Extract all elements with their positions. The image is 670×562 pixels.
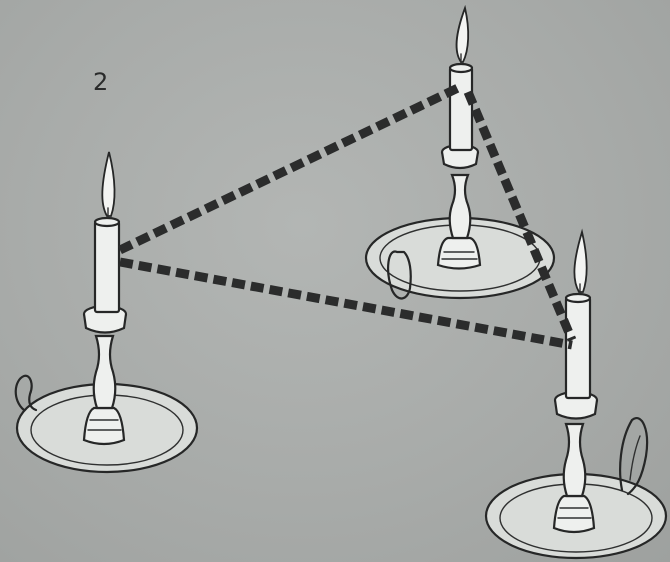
back-candlestick [366, 8, 554, 298]
back-stem [450, 175, 471, 238]
front-flame [574, 232, 586, 292]
front-candle-top [566, 294, 590, 302]
left-base [84, 408, 124, 444]
back-candle-top [450, 64, 472, 72]
back-cup [442, 152, 478, 168]
back-flame [456, 8, 468, 62]
back-candle [450, 68, 472, 150]
left-flame [102, 152, 114, 216]
front-base [554, 496, 594, 532]
left-candlestick [16, 152, 197, 472]
left-candle [95, 222, 119, 312]
front-cup [555, 400, 597, 419]
dashed-triangle [120, 88, 572, 345]
front-stem [564, 424, 586, 496]
left-stem [94, 336, 116, 408]
edge-back-to-front [468, 92, 572, 340]
left-candle-top [95, 218, 119, 226]
front-handle-inner [630, 436, 640, 480]
back-base [438, 238, 480, 269]
left-cup [84, 314, 126, 333]
